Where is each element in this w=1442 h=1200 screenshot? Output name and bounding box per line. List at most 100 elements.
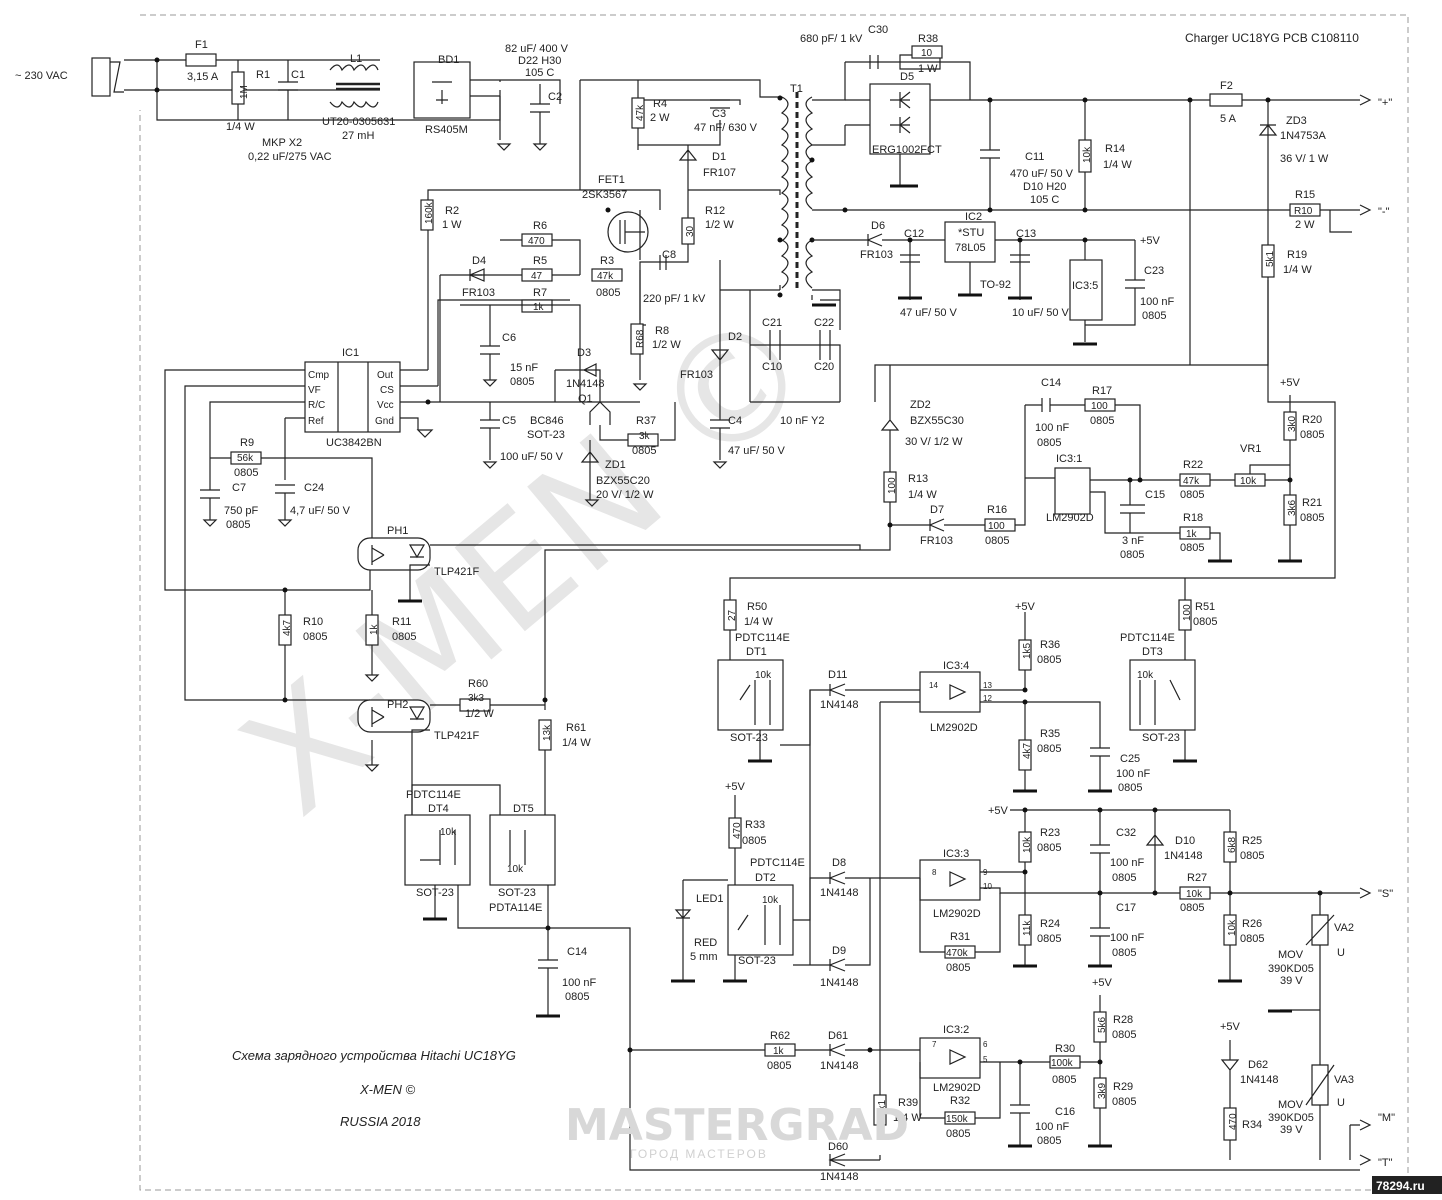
label-r38: R38 xyxy=(918,33,938,45)
label-c14b: C14 xyxy=(567,946,587,958)
label-r26v: 10k xyxy=(1227,919,1238,936)
label-r13: R13 xyxy=(908,473,928,485)
label-c20: C20 xyxy=(814,361,834,373)
label-r39p: 1/4 W xyxy=(893,1112,922,1124)
label-r16p: 0805 xyxy=(985,535,1009,547)
label-ic35: IC3:5 xyxy=(1072,280,1098,292)
label-c16: C16 xyxy=(1055,1106,1075,1118)
label-r12p: 1/2 W xyxy=(705,219,734,231)
label-r10v: 4k7 xyxy=(282,619,293,636)
label-d7: D7 xyxy=(930,504,944,516)
label-t1: T1 xyxy=(790,83,803,95)
label-c14v: 100 nF xyxy=(1035,422,1070,434)
label-d60: D60 xyxy=(828,1141,848,1153)
label-d62v: 1N4148 xyxy=(1240,1074,1279,1086)
label-0: Cmp xyxy=(308,370,330,381)
label-dt1v: PDTC114E xyxy=(735,632,790,644)
label-r31v: 470k xyxy=(946,948,969,959)
label-ic1v: UC3842BN xyxy=(326,437,382,449)
label-d4: D4 xyxy=(472,255,486,267)
caption-line2: X-MEN © xyxy=(359,1082,416,1097)
label-r9: R9 xyxy=(240,437,254,449)
label-r60: R60 xyxy=(468,678,488,690)
label-r20: R20 xyxy=(1302,414,1322,426)
label-r2v: 160k xyxy=(424,201,435,224)
label-r16: R16 xyxy=(987,504,1007,516)
label-c6p: 0805 xyxy=(510,376,534,388)
label-r36v: 1k5 xyxy=(1022,642,1033,659)
label-movv: 390KD05 xyxy=(1268,1112,1314,1124)
label-dt2v: PDTC114E xyxy=(750,857,805,869)
label-dt5v: PDTA114E xyxy=(489,902,542,914)
label-d9: D9 xyxy=(832,945,846,957)
label-lm: LM2902D xyxy=(933,1082,981,1094)
label-dt1p: SOT-23 xyxy=(730,732,768,744)
label-f1: F1 xyxy=(195,39,208,51)
label-7: Gnd xyxy=(375,416,394,427)
label-t: "T" xyxy=(1378,1157,1393,1169)
label-zd2v: BZX55C30 xyxy=(910,415,964,427)
label-p14: 14 xyxy=(929,681,938,690)
label-q1v: BC846 xyxy=(530,415,564,427)
label-c32v: 100 nF xyxy=(1110,857,1145,869)
site-stamp: 78294.ru xyxy=(1376,1179,1425,1193)
label-r30: R30 xyxy=(1055,1043,1075,1055)
label-p5v: +5V xyxy=(725,781,746,793)
label-c3: C3 xyxy=(712,108,726,120)
label-r37p: 0805 xyxy=(632,445,656,457)
label-r27p: 0805 xyxy=(1180,902,1204,914)
label-dt2p: SOT-23 xyxy=(738,955,776,967)
label-r50: R50 xyxy=(747,601,767,613)
label-r30v: 100k xyxy=(1051,1058,1074,1069)
label-r6: R6 xyxy=(533,220,547,232)
label-r12v: 30 xyxy=(685,225,696,237)
ic1-uc3842bn xyxy=(164,189,640,701)
label-c11b: D10 H20 xyxy=(1023,181,1066,193)
label-p10: 10 xyxy=(983,882,992,891)
label-p5v: +5V xyxy=(1140,235,1161,247)
label-r31p: 0805 xyxy=(946,962,970,974)
label-ic1: IC1 xyxy=(342,347,359,359)
label-d3v: 1N4148 xyxy=(566,378,605,390)
label-lm: LM2902D xyxy=(933,908,981,920)
label-ph2: PH2 xyxy=(387,699,408,711)
label-r4p: 2 W xyxy=(650,112,670,124)
label-zd2p: 30 V/ 1/2 W xyxy=(905,436,963,448)
label-d10: D10 xyxy=(1175,835,1195,847)
label-r39: R39 xyxy=(898,1097,918,1109)
label-ph1v: TLP421F xyxy=(434,566,480,578)
label-dt5: DT5 xyxy=(513,803,534,815)
label-r60v: 3k3 xyxy=(468,693,485,704)
label-led1v: RED xyxy=(694,937,717,949)
label-c3v: 47 nF/ 630 V xyxy=(694,122,758,134)
ic33-block xyxy=(919,807,1372,1160)
site-stamp-bg xyxy=(1372,1176,1442,1194)
label-c22: C22 xyxy=(814,317,834,329)
title-text: Charger UC18YG PCB C108110 xyxy=(1185,31,1359,45)
transformer-t1 xyxy=(580,79,815,298)
label-c14p: 0805 xyxy=(1037,437,1061,449)
label-q1p: SOT-23 xyxy=(527,429,565,441)
label-r31: R31 xyxy=(950,931,970,943)
label-r17: R17 xyxy=(1092,385,1112,397)
label-p5v: +5V xyxy=(1280,377,1301,389)
label-r7: R7 xyxy=(533,287,547,299)
label-r26p: 0805 xyxy=(1240,933,1264,945)
label-c25: C25 xyxy=(1120,753,1140,765)
label-r32v: 150k xyxy=(946,1114,969,1125)
label-l1b: 27 mH xyxy=(342,130,374,142)
label-r37: R37 xyxy=(636,415,656,427)
label-mov: MOV xyxy=(1278,1099,1304,1111)
label-c10: C10 xyxy=(762,361,782,373)
resistor-value-label: 10k xyxy=(440,827,457,838)
label-r14v: 10k xyxy=(1082,146,1093,163)
label-zd1v: BZX55C20 xyxy=(596,475,650,487)
label-p13: 13 xyxy=(983,681,992,690)
label-vau: U xyxy=(1337,947,1345,959)
label-c11a: 470 uF/ 50 V xyxy=(1010,168,1074,180)
label-c7p: 0805 xyxy=(226,519,250,531)
label-4: Out xyxy=(377,370,393,381)
label-p8: 8 xyxy=(932,868,937,877)
label-r11p: 0805 xyxy=(392,631,416,643)
